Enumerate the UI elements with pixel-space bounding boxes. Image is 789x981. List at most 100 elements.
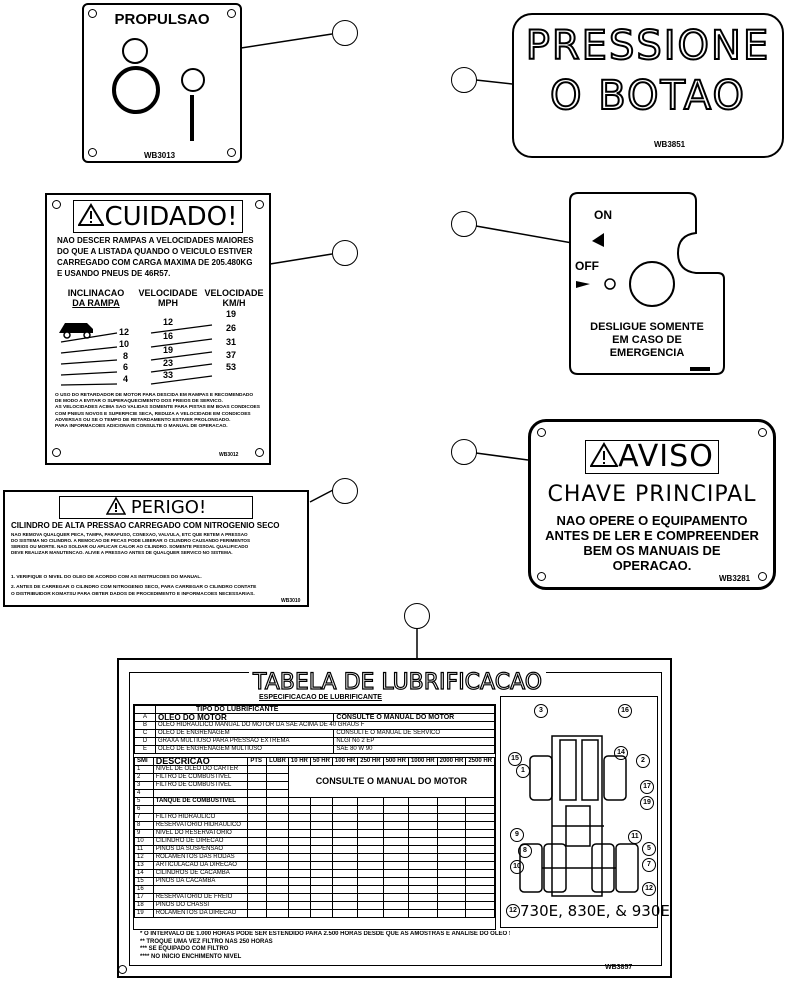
cell: [309, 829, 333, 838]
cell: [436, 893, 467, 902]
row-num: 10: [134, 837, 154, 846]
row-num: 16: [134, 885, 154, 894]
cuidado-header-incl: INCLINACAO DA RAMPA: [61, 288, 131, 308]
col-h1000: 1000 HR: [407, 757, 438, 766]
cell: [287, 861, 311, 870]
cell: [266, 861, 289, 870]
cell: [309, 837, 333, 846]
perigo-body-line: SERIOS OU MORTE. NAO SOLDAR OU APLICAR C…: [11, 544, 249, 549]
cell: [436, 901, 467, 910]
cell: [436, 797, 467, 806]
cell: [382, 853, 409, 862]
diagram-callout: 7: [642, 858, 656, 872]
screw: [758, 428, 767, 437]
propulsao-lever-knob: [181, 68, 205, 92]
diagram-callout: 5: [642, 842, 656, 856]
callout-onoff: [451, 211, 477, 237]
cell: [287, 805, 311, 814]
cell: [382, 829, 409, 838]
tipo-name: OLEO DO MOTOR: [154, 713, 335, 722]
cell: [247, 877, 268, 886]
cell: [247, 893, 268, 902]
cell: [247, 837, 268, 846]
header-text: DA RAMPA: [72, 298, 120, 308]
row-num: 4: [134, 789, 154, 798]
row-desc: [152, 885, 249, 894]
cell: [309, 877, 333, 886]
cell: [407, 885, 438, 894]
cell: [266, 773, 289, 782]
row-num: 6: [134, 805, 154, 814]
diagram-callout: 17: [640, 780, 654, 794]
screw: [255, 200, 264, 209]
cell: [465, 821, 495, 830]
callout-aviso: [451, 439, 477, 465]
leader-cuidado: [269, 253, 333, 265]
row-desc: [152, 805, 249, 814]
row-num: 17: [134, 893, 154, 902]
row-desc: PINOS DO CHASSI: [152, 901, 249, 910]
leader-onoff: [475, 225, 579, 245]
cell: [357, 829, 384, 838]
pressione-code: WB3851: [654, 140, 686, 149]
cell: [407, 869, 438, 878]
propulsao-ring: [112, 66, 160, 114]
tabela-note: *** SE EQUIPADO COM FILTRO: [140, 946, 229, 952]
cell: [436, 877, 467, 886]
row-desc: ROLAMENTOS DAS RODAS: [152, 853, 249, 862]
cell: [331, 861, 359, 870]
table-row: 6: [134, 805, 495, 814]
perigo-body-line: NAO REMOVA QUALQUER PECA, TAMPA, PARAFUS…: [11, 532, 248, 537]
onoff-text: DESLIGUE SOMENTE EM CASO DE EMERGENCIA: [575, 321, 719, 360]
aviso-code: WB3281: [719, 574, 751, 583]
cell: [247, 829, 268, 838]
cell: [465, 909, 495, 918]
warning-triangle-icon: [589, 442, 619, 467]
col-h2000: 2000 HR: [436, 757, 467, 766]
cell: [266, 869, 289, 878]
warning-triangle-icon: [105, 496, 127, 515]
cell: [247, 781, 268, 790]
speed-row: 8: [123, 351, 129, 361]
row-desc: NIVEL DE OLEO DO CARTER: [152, 765, 249, 774]
diagram-callout: 8: [518, 844, 532, 858]
diagram-callout: 9: [510, 828, 524, 842]
tabela-code: WB3857: [605, 964, 633, 971]
cell: [357, 893, 384, 902]
cell: [247, 805, 268, 814]
cell: [465, 805, 495, 814]
pressione-line2: O BOTAO: [549, 72, 746, 120]
col-h500: 500 HR: [382, 757, 409, 766]
cell: [247, 901, 268, 910]
diagram-callout: 16: [618, 704, 632, 718]
propulsao-code: WB3013: [144, 151, 176, 160]
perigo-subtitle: CILINDRO DE ALTA PRESSAO CARREGADO COM N…: [11, 521, 280, 530]
cell: [247, 813, 268, 822]
speed-row: 19: [226, 309, 237, 319]
row-desc: NIVEL DO RESERVATORIO: [152, 829, 249, 838]
callout-pressione: [451, 67, 477, 93]
row-desc: CILINDROS DE CACAMBA: [152, 869, 249, 878]
cell: [287, 821, 311, 830]
speed-row: 19: [163, 345, 174, 355]
cell: [287, 829, 311, 838]
cell: [465, 853, 495, 862]
table-row: 16: [134, 885, 495, 894]
cell: [436, 805, 467, 814]
screw: [255, 448, 264, 457]
cell: [287, 893, 311, 902]
warning-triangle-icon: [77, 203, 106, 226]
speed-row: 4: [123, 374, 129, 384]
propulsao-title: PROPULSAO: [114, 11, 210, 28]
cell: [247, 821, 268, 830]
cell: [407, 845, 438, 854]
callout-propulsao: [332, 20, 358, 46]
row-num: 8: [134, 821, 154, 830]
cell: [247, 773, 268, 782]
cell: [309, 805, 333, 814]
cell: [266, 781, 289, 790]
cell: [331, 869, 359, 878]
